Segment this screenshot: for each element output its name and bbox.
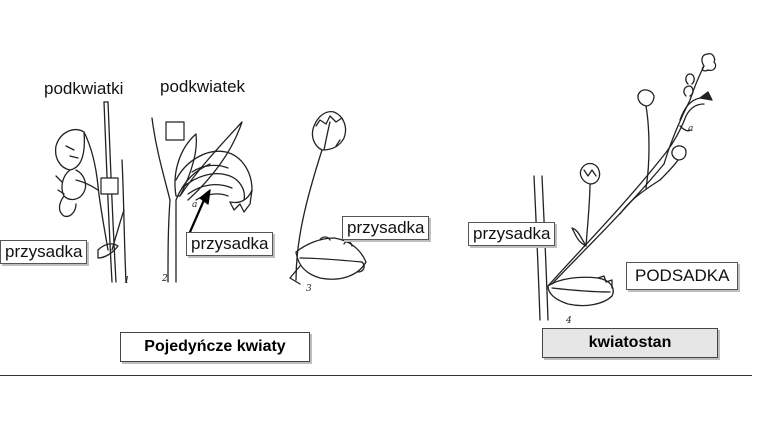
bottom-divider xyxy=(0,375,752,376)
label-przysadka-2: przysadka xyxy=(186,232,274,256)
label-przysadka-1: przysadka xyxy=(0,240,88,264)
przysadka-arrow xyxy=(188,198,206,234)
label-przysadka-4: przysadka xyxy=(468,222,556,246)
figure-number-1: 1 xyxy=(124,276,130,286)
podkwiatki-marker-box xyxy=(100,177,119,195)
caption-single-flowers: Pojedyńcze kwiaty xyxy=(120,332,310,362)
small-mark-a-1: a xyxy=(192,200,198,210)
figure-2-plant xyxy=(151,117,253,283)
caption-inflorescence: kwiatostan xyxy=(542,328,718,358)
label-podkwiatek: podkwiatek xyxy=(160,77,246,96)
podkwiatek-marker-box xyxy=(165,121,185,141)
label-przysadka-3: przysadka xyxy=(342,216,430,240)
figure-number-2: 2 xyxy=(162,274,168,284)
przysadka-arrow-head xyxy=(199,189,211,205)
label-podsadka: PODSADKA xyxy=(626,262,739,290)
label-podkwiatki: podkwiatki xyxy=(44,79,124,98)
small-mark-a-2: a xyxy=(688,124,694,134)
figure-3-plant xyxy=(289,110,367,285)
figure-number-4: 4 xyxy=(566,316,572,326)
figure-number-3: 3 xyxy=(306,284,312,294)
figure-1-plant xyxy=(54,101,127,283)
